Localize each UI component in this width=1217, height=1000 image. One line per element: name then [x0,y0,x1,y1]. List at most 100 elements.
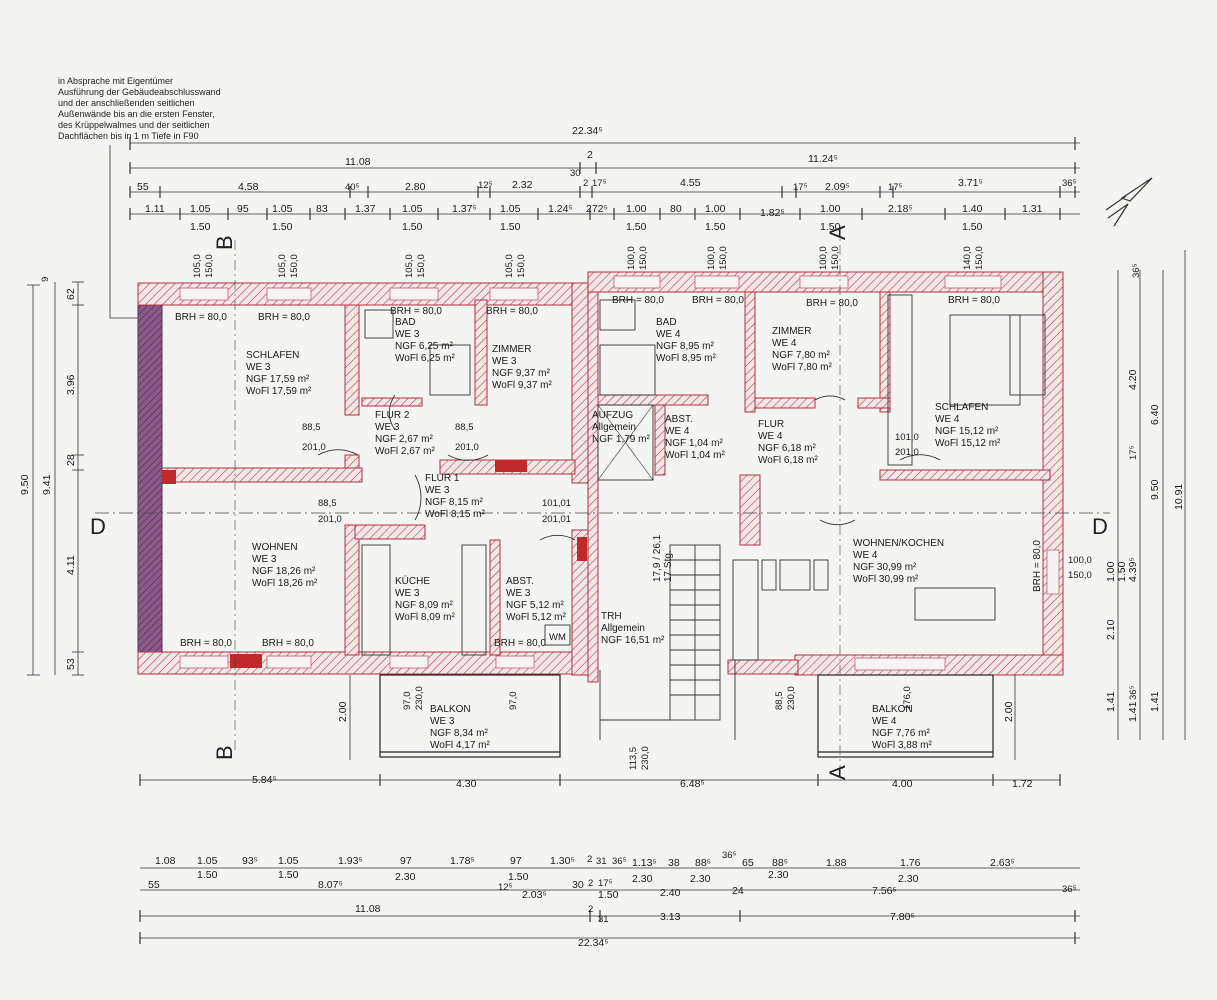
dim-label: 9 [40,277,51,282]
dim-label: 2 [587,854,592,865]
opening-dim: 230,0 [640,746,651,770]
opening-dim-labels: 105,0 150,0 105,0 150,0 105,0 150,0 105,… [192,246,1092,770]
dim-label: 80 [670,203,682,215]
dim-label: 11.24⁵ [808,153,838,165]
dim-label: 2.18⁵ [888,203,913,215]
dim-label: 1.05 [272,203,293,215]
dim-label: 2.32 [512,179,533,191]
room-schlafen-we3: SCHLAFEN WE 3 NGF 17,59 m² WoFl 17,59 m² [246,350,312,397]
dim-label: 1.50 [500,221,521,233]
dim-label: 65 [742,857,754,869]
dim-label: 1.00 [820,203,841,215]
dim-label: 4.55 [680,177,701,189]
dim-label: 4.39⁵ [1127,557,1139,582]
dim-label: 4.20 [1127,369,1139,390]
opening-dim: 201,0 [895,447,919,458]
room-line: WoFl 8,09 m² [395,612,455,623]
dim-label: 1.05 [197,855,218,867]
opening-dim: 201,0 [455,442,479,453]
room-zimmer-we4: ZIMMER WE 4 NGF 7,80 m² WoFl 7,80 m² [772,326,832,373]
dim-label: 1.37 [355,203,376,215]
room-aufzug: AUFZUG Allgemein NGF 1,79 m² [592,410,650,445]
brh-label: BRH = 80,0 [948,295,1000,306]
room-line: WE 4 [872,716,897,727]
room-line: WoFl 5,12 m² [506,612,566,623]
room-line: WoFl 18,26 m² [252,578,318,589]
opening-dim: 150,0 [830,246,841,270]
dim-label: 1.50 [820,221,841,233]
room-labels: SCHLAFEN WE 3 NGF 17,59 m² WoFl 17,59 m²… [246,317,1001,751]
room-line: Allgemein [592,422,636,433]
dim-label: 1.00 [1105,561,1117,582]
room-flur2-we3: FLUR 2 WE 3 NGF 2,67 m² WoFl 2,67 m² [375,410,435,457]
dim-label: 1.05 [278,855,299,867]
dim-label: 2.10 [1105,619,1117,640]
dim-label: 1.50 [402,221,423,233]
room-line: NGF 6,18 m² [758,443,816,454]
room-bad-we3: BAD WE 3 NGF 6,25 m² WoFl 6,25 m² [395,317,455,364]
room-line: WOHNEN [252,542,298,553]
dim-label: 1.50 [508,871,529,883]
dim-label: 62 [65,288,77,300]
dim-label: 1.31 [1022,203,1043,215]
opening-dim: 105,0 [404,254,415,278]
dim-label: 30 [572,879,584,891]
dim-label: 6.40 [1149,404,1161,425]
dim-label: 1.93⁵ [338,855,363,867]
room-line: NGF 17,59 m² [246,374,310,385]
opening-dim: 88,5 [774,692,785,711]
top-dimension-labels: 22.34⁵ 11.08 2 11.24⁵ 55 4.58 40⁵ 2.80 1… [137,125,1077,233]
dim-total: 22.34⁵ [572,125,603,137]
room-line: NGF 1,04 m² [665,438,723,449]
opening-dim: 101,01 [542,498,571,509]
dim-label: 38 [668,857,680,869]
dim-label: 36⁵ [1128,685,1139,700]
room-line: SCHLAFEN [246,350,299,361]
dim-label: 9.50 [1149,479,1161,500]
room-line: BAD [656,317,677,328]
dim-label: 6.48⁵ [680,778,705,790]
section-b-bottom: B [212,745,237,760]
dim-label: 2.00 [1003,701,1015,722]
room-line: NGF 1,79 m² [592,434,650,445]
opening-dim: 150,0 [1068,570,1092,581]
dim-label: 36⁵ [722,850,737,861]
room-line: WE 3 [375,422,400,433]
room-line: WE 4 [656,329,681,340]
dim-label: 2.30 [898,873,919,885]
dim-label: 3.71⁵ [958,177,983,189]
room-line: NGF 7,80 m² [772,350,830,361]
room-line: NGF 9,37 m² [492,368,550,379]
room-line: BAD [395,317,416,328]
dim-label: 1.50 [278,869,299,881]
right-dimension-labels: 36⁵ 4.20 6.40 17⁵ 9.50 10.91 1.00 1.50 4… [1003,263,1185,722]
dim-label: 11.08 [345,156,371,168]
room-line: Allgemein [601,623,645,634]
opening-dim: 201,0 [318,514,342,525]
dim-label: 1.78⁵ [450,855,475,867]
dim-label: 2.03⁵ [522,889,547,901]
dim-label: 2.30 [395,871,416,883]
opening-dim: 150,0 [638,246,649,270]
dim-label: 4.00 [892,778,913,790]
opening-dim: 150,0 [204,254,215,278]
dim-label: 2.40 [660,887,681,899]
note-leader [109,145,140,319]
dim-label: 1.05 [500,203,521,215]
north-arrow-icon [1105,177,1153,227]
room-abst-we3: ABST. WE 3 NGF 5,12 m² WoFl 5,12 m² [506,576,566,623]
note-line: und der anschließenden seitlichen [58,98,195,108]
washing-machine-label: WM [549,632,566,643]
room-line: WE 3 [506,588,531,599]
room-line: NGF 5,12 m² [506,600,564,611]
dim-label: 3.96 [65,374,77,395]
room-line: WE 3 [395,588,420,599]
dim-label: 4.11 [65,555,77,575]
dim-label: 9.50 [19,474,31,495]
room-line: WE 3 [425,485,450,496]
dim-label: 7.80⁵ [890,911,915,923]
dim-label: 1.50 [272,221,293,233]
opening-dim: 230,0 [786,686,797,710]
dim-label: 53 [65,658,77,670]
dim-label: 36⁵ [1062,178,1077,189]
